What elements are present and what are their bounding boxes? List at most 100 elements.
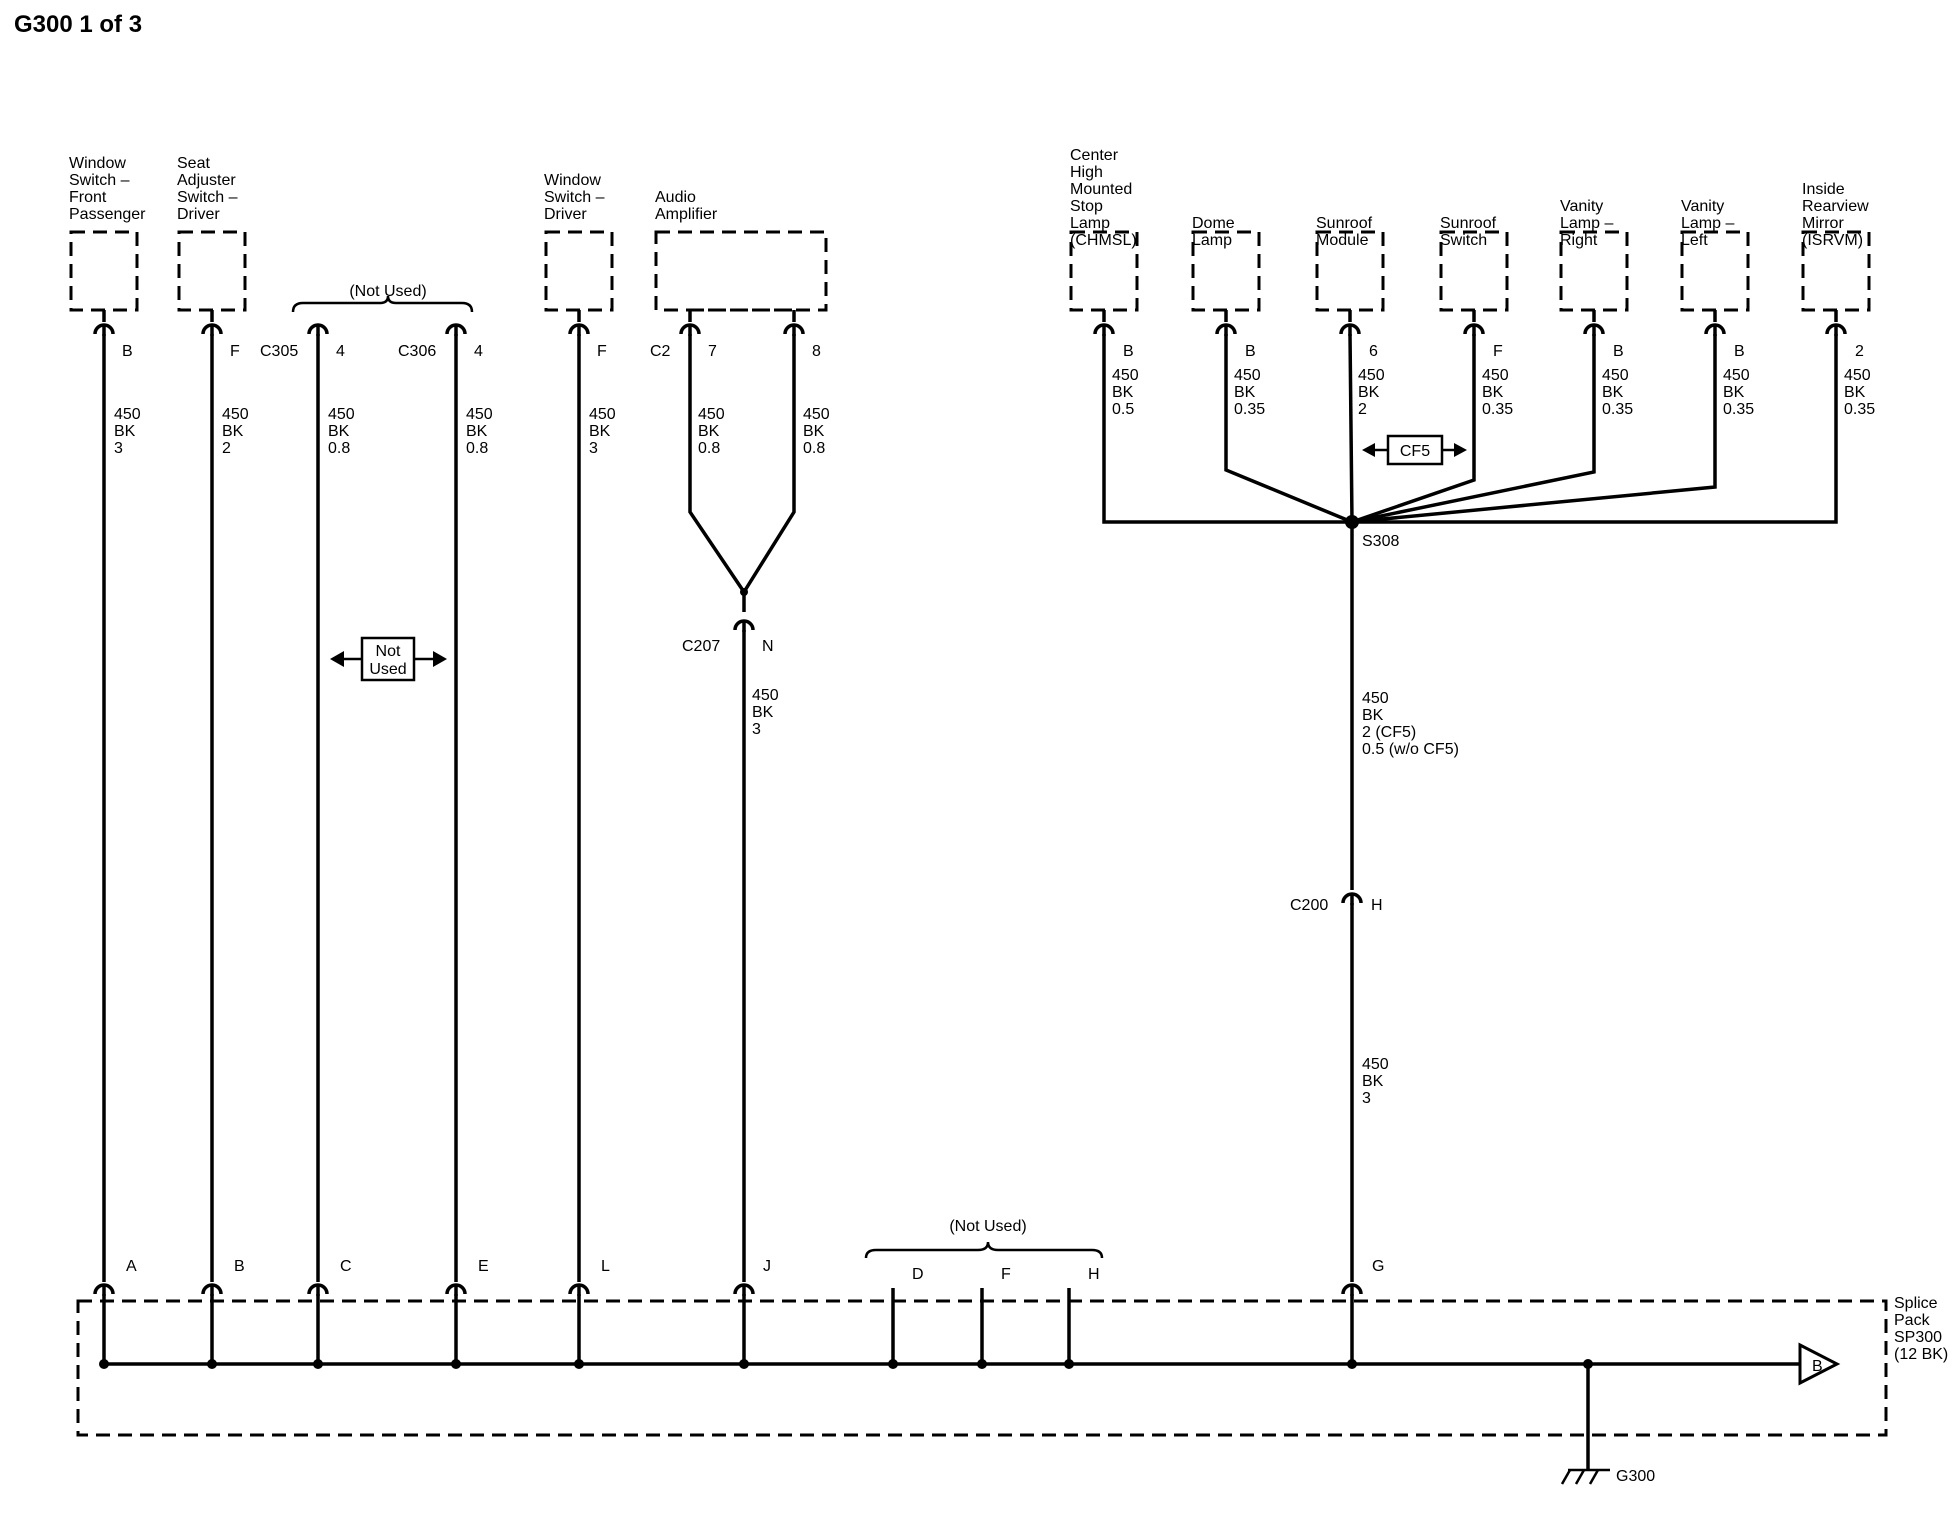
component-label-chmsl: Lamp — [1070, 215, 1110, 232]
pin-audio-7: 7 — [708, 343, 717, 360]
unused-pin-label-D: D — [912, 1266, 924, 1283]
component-label-win-pass: Passenger — [69, 206, 146, 223]
component-label-chmsl: High — [1070, 164, 1103, 181]
wire-label-isrvm: BK — [1844, 384, 1866, 401]
wire-label-c305: 450 — [328, 406, 355, 423]
component-label-win-drv: Window — [544, 172, 601, 189]
wire-label-chmsl: BK — [1112, 384, 1134, 401]
wire-label-win-pass: BK — [114, 423, 136, 440]
component-label-sunroof-mod: Module — [1316, 232, 1369, 249]
wire-label-audio-7: BK — [698, 423, 720, 440]
pin-c306: 4 — [474, 343, 483, 360]
not-used-brace-top — [291, 295, 474, 313]
wire-label-win-drv: 3 — [589, 440, 598, 457]
pin-c305: 4 — [336, 343, 345, 360]
pin-isrvm: 2 — [1855, 343, 1864, 360]
wire-label-audio-trunk: 450 — [752, 687, 779, 704]
wire-label-s308-trunk: 450 — [1362, 690, 1389, 707]
wire-label-sunroof-sw: BK — [1482, 384, 1504, 401]
component-label-sunroof-sw: Switch — [1440, 232, 1487, 249]
wire-label-vanity-l: 0.35 — [1723, 401, 1754, 418]
wire-label-s308-trunk: 0.5 (w/o CF5) — [1362, 741, 1459, 758]
component-label-audio: Amplifier — [655, 206, 718, 223]
pin-dome: B — [1245, 343, 1256, 360]
wire-label-c306: 0.8 — [466, 440, 488, 457]
unused-pin-label-H: H — [1088, 1266, 1100, 1283]
pin-sunroof-sw: F — [1493, 343, 1503, 360]
connector-label-c305: C305 — [260, 343, 298, 360]
wire-vanity-l — [1351, 334, 1717, 524]
component-label-sunroof-mod: Sunroof — [1316, 215, 1373, 232]
offpage-arrow — [1798, 1342, 1841, 1386]
component-label-sunroof-sw: Sunroof — [1440, 215, 1497, 232]
wire-label-audio-7: 450 — [698, 406, 725, 423]
unused-pin-label-F: F — [1001, 1266, 1011, 1283]
component-label-audio: Audio — [655, 189, 696, 206]
component-label-isrvm: Inside — [1802, 181, 1845, 198]
not-used-box-line2: Used — [369, 661, 406, 678]
pin-vanity-r: B — [1613, 343, 1624, 360]
ground-label: G300 — [1616, 1468, 1655, 1485]
wire-label-sunroof-mod: BK — [1358, 384, 1380, 401]
component-label-dome: Dome — [1192, 215, 1235, 232]
splice-pin-c306: E — [478, 1258, 489, 1275]
wire-label-win-pass: 450 — [114, 406, 141, 423]
splice-pack-label: (12 BK) — [1894, 1346, 1948, 1363]
pin-win-pass: B — [122, 343, 133, 360]
cf5-label: CF5 — [1400, 443, 1430, 460]
component-label-chmsl: Mounted — [1070, 181, 1132, 198]
wire-label-vanity-r: BK — [1602, 384, 1624, 401]
connector-label-audio: C2 — [650, 343, 671, 360]
wire-label-audio-trunk: BK — [752, 704, 774, 721]
component-label-win-pass: Switch – — [69, 172, 130, 189]
not-used-box-line1: Not — [376, 643, 401, 660]
wire-label-dome: 0.35 — [1234, 401, 1265, 418]
splice-pack-label: Pack — [1894, 1312, 1931, 1329]
wire-label-sunroof-mod: 450 — [1358, 367, 1385, 384]
not-used-label-top: (Not Used) — [349, 283, 426, 300]
ground-hatch-0 — [1560, 1469, 1572, 1485]
wire-label-audio-8: BK — [803, 423, 825, 440]
splice-pin-win-pass: A — [126, 1258, 137, 1275]
not-used-arrow-left — [330, 651, 344, 667]
wire-label-chmsl: 0.5 — [1112, 401, 1134, 418]
offpage-ref-label: B — [1812, 1358, 1823, 1375]
pin-c200: H — [1371, 897, 1383, 914]
pin-chmsl: B — [1123, 343, 1134, 360]
not-used-brace-bottom — [864, 1241, 1104, 1259]
pin-c207: N — [762, 638, 774, 655]
wire-vanity-r — [1351, 334, 1596, 524]
wire-label-dome: BK — [1234, 384, 1256, 401]
component-label-vanity-r: Right — [1560, 232, 1598, 249]
splice-pin-win-drv: L — [601, 1258, 610, 1275]
wire-label-c305: BK — [328, 423, 350, 440]
wire-chmsl — [1102, 334, 1352, 524]
pin-win-drv: F — [597, 343, 607, 360]
wire-label-vanity-r: 450 — [1602, 367, 1629, 384]
splice-pin-c305: C — [340, 1258, 352, 1275]
wire-label-s308-trunk: 2 (CF5) — [1362, 724, 1416, 741]
component-label-chmsl: (CHMSL) — [1070, 232, 1137, 249]
pin-sunroof-mod: 6 — [1369, 343, 1378, 360]
splice-pack-label: SP300 — [1894, 1329, 1942, 1346]
splice-pin-seat-drv: B — [234, 1258, 245, 1275]
component-box-audio — [654, 230, 828, 312]
wire-audio-7 — [688, 334, 746, 593]
wire-label-audio-8: 0.8 — [803, 440, 825, 457]
wire-sunroof-mod — [1348, 333, 1354, 523]
component-box-win-pass — [69, 230, 139, 312]
pin-vanity-l: B — [1734, 343, 1745, 360]
wire-dome — [1224, 334, 1353, 524]
wire-audio-8 — [742, 334, 796, 593]
cf5-arrow-left — [1362, 443, 1375, 457]
component-label-isrvm: (ISRVM) — [1802, 232, 1863, 249]
component-label-seat-drv: Seat — [177, 155, 210, 172]
wire-label-win-drv: BK — [589, 423, 611, 440]
wire-isrvm — [1352, 334, 1838, 524]
wire-label-isrvm: 450 — [1844, 367, 1871, 384]
connector-label-c306: C306 — [398, 343, 436, 360]
component-label-chmsl: Stop — [1070, 198, 1103, 215]
connector-label-c207: C207 — [682, 638, 720, 655]
component-label-win-drv: Driver — [544, 206, 587, 223]
